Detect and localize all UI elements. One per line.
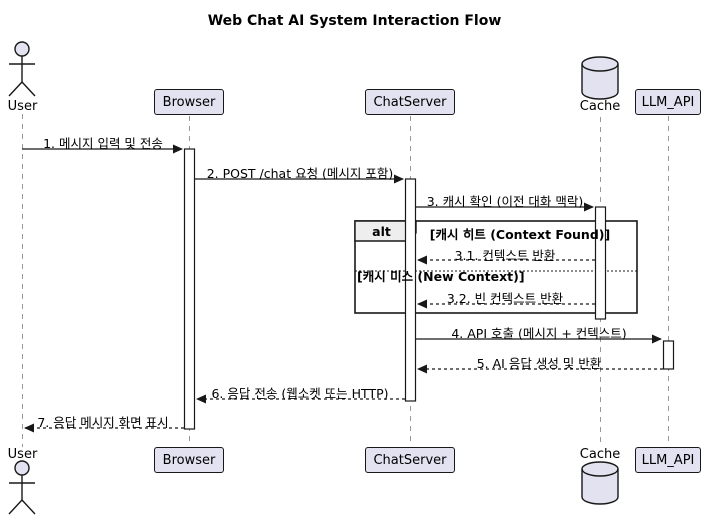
participant-label-cache-top: Cache xyxy=(579,99,621,114)
activation-browser xyxy=(183,148,196,430)
message-arrows xyxy=(22,144,663,433)
message-label-7: 7. 응답 메시지 화면 표시 xyxy=(37,415,169,430)
message-label-3: 3. 캐시 확인 (이전 대화 맥락) xyxy=(426,194,584,209)
participant-label-browser-bottom: Browser xyxy=(162,452,216,468)
participant-box-chatserver-top: ChatServer xyxy=(365,89,455,115)
activation-cache xyxy=(594,206,607,320)
participant-box-llmapi-top: LLM_API xyxy=(635,89,701,115)
message-label-3-2: 3.2. 빈 컨텍스트 반환 xyxy=(446,291,564,306)
database-icon-cache-top xyxy=(581,56,619,100)
participant-label-llmapi-top: LLM_API xyxy=(641,94,695,110)
message-label-2: 2. POST /chat 요청 (메시지 포함) xyxy=(206,166,394,181)
message-label-6: 6. 응답 전송 (웹소켓 또는 HTTP) xyxy=(211,386,389,401)
participant-box-browser-top: Browser xyxy=(154,89,224,115)
actor-icon-user-bottom xyxy=(8,460,36,515)
message-label-3-1: 3.1. 컨텍스트 반환 xyxy=(454,248,556,263)
participant-label-llmapi-bottom: LLM_API xyxy=(641,452,695,468)
alt-guard-hit: [캐시 히트 (Context Found)] xyxy=(429,227,611,242)
participant-label-user-bottom: User xyxy=(7,447,38,462)
participant-label-browser-top: Browser xyxy=(162,94,216,110)
participant-box-llmapi-bottom: LLM_API xyxy=(635,447,701,473)
diagram-title: Web Chat AI System Interaction Flow xyxy=(207,13,502,29)
alt-fragment-frame xyxy=(354,220,638,314)
message-label-1: 1. 메시지 입력 및 전송 xyxy=(43,136,163,151)
alt-guard-miss: [캐시 미스 (New Context)] xyxy=(357,269,525,284)
activation-llmapi xyxy=(662,340,675,370)
activation-chatserver xyxy=(404,178,417,402)
message-label-5: 5. AI 응답 생성 및 반환 xyxy=(476,356,602,371)
message-label-4: 4. API 호출 (메시지 + 컨텍스트) xyxy=(451,326,627,341)
participant-label-cache-bottom: Cache xyxy=(579,447,621,462)
participant-box-browser-bottom: Browser xyxy=(154,447,224,473)
participant-box-chatserver-bottom: ChatServer xyxy=(365,447,455,473)
database-icon-cache-bottom xyxy=(581,461,619,505)
activation-bars xyxy=(183,148,675,430)
participant-label-user-top: User xyxy=(7,99,38,114)
alt-operator-label: alt xyxy=(372,224,391,239)
participant-label-chatserver-bottom: ChatServer xyxy=(373,452,447,468)
actor-icon-user-top xyxy=(8,41,36,97)
participant-label-chatserver-top: ChatServer xyxy=(373,94,447,110)
